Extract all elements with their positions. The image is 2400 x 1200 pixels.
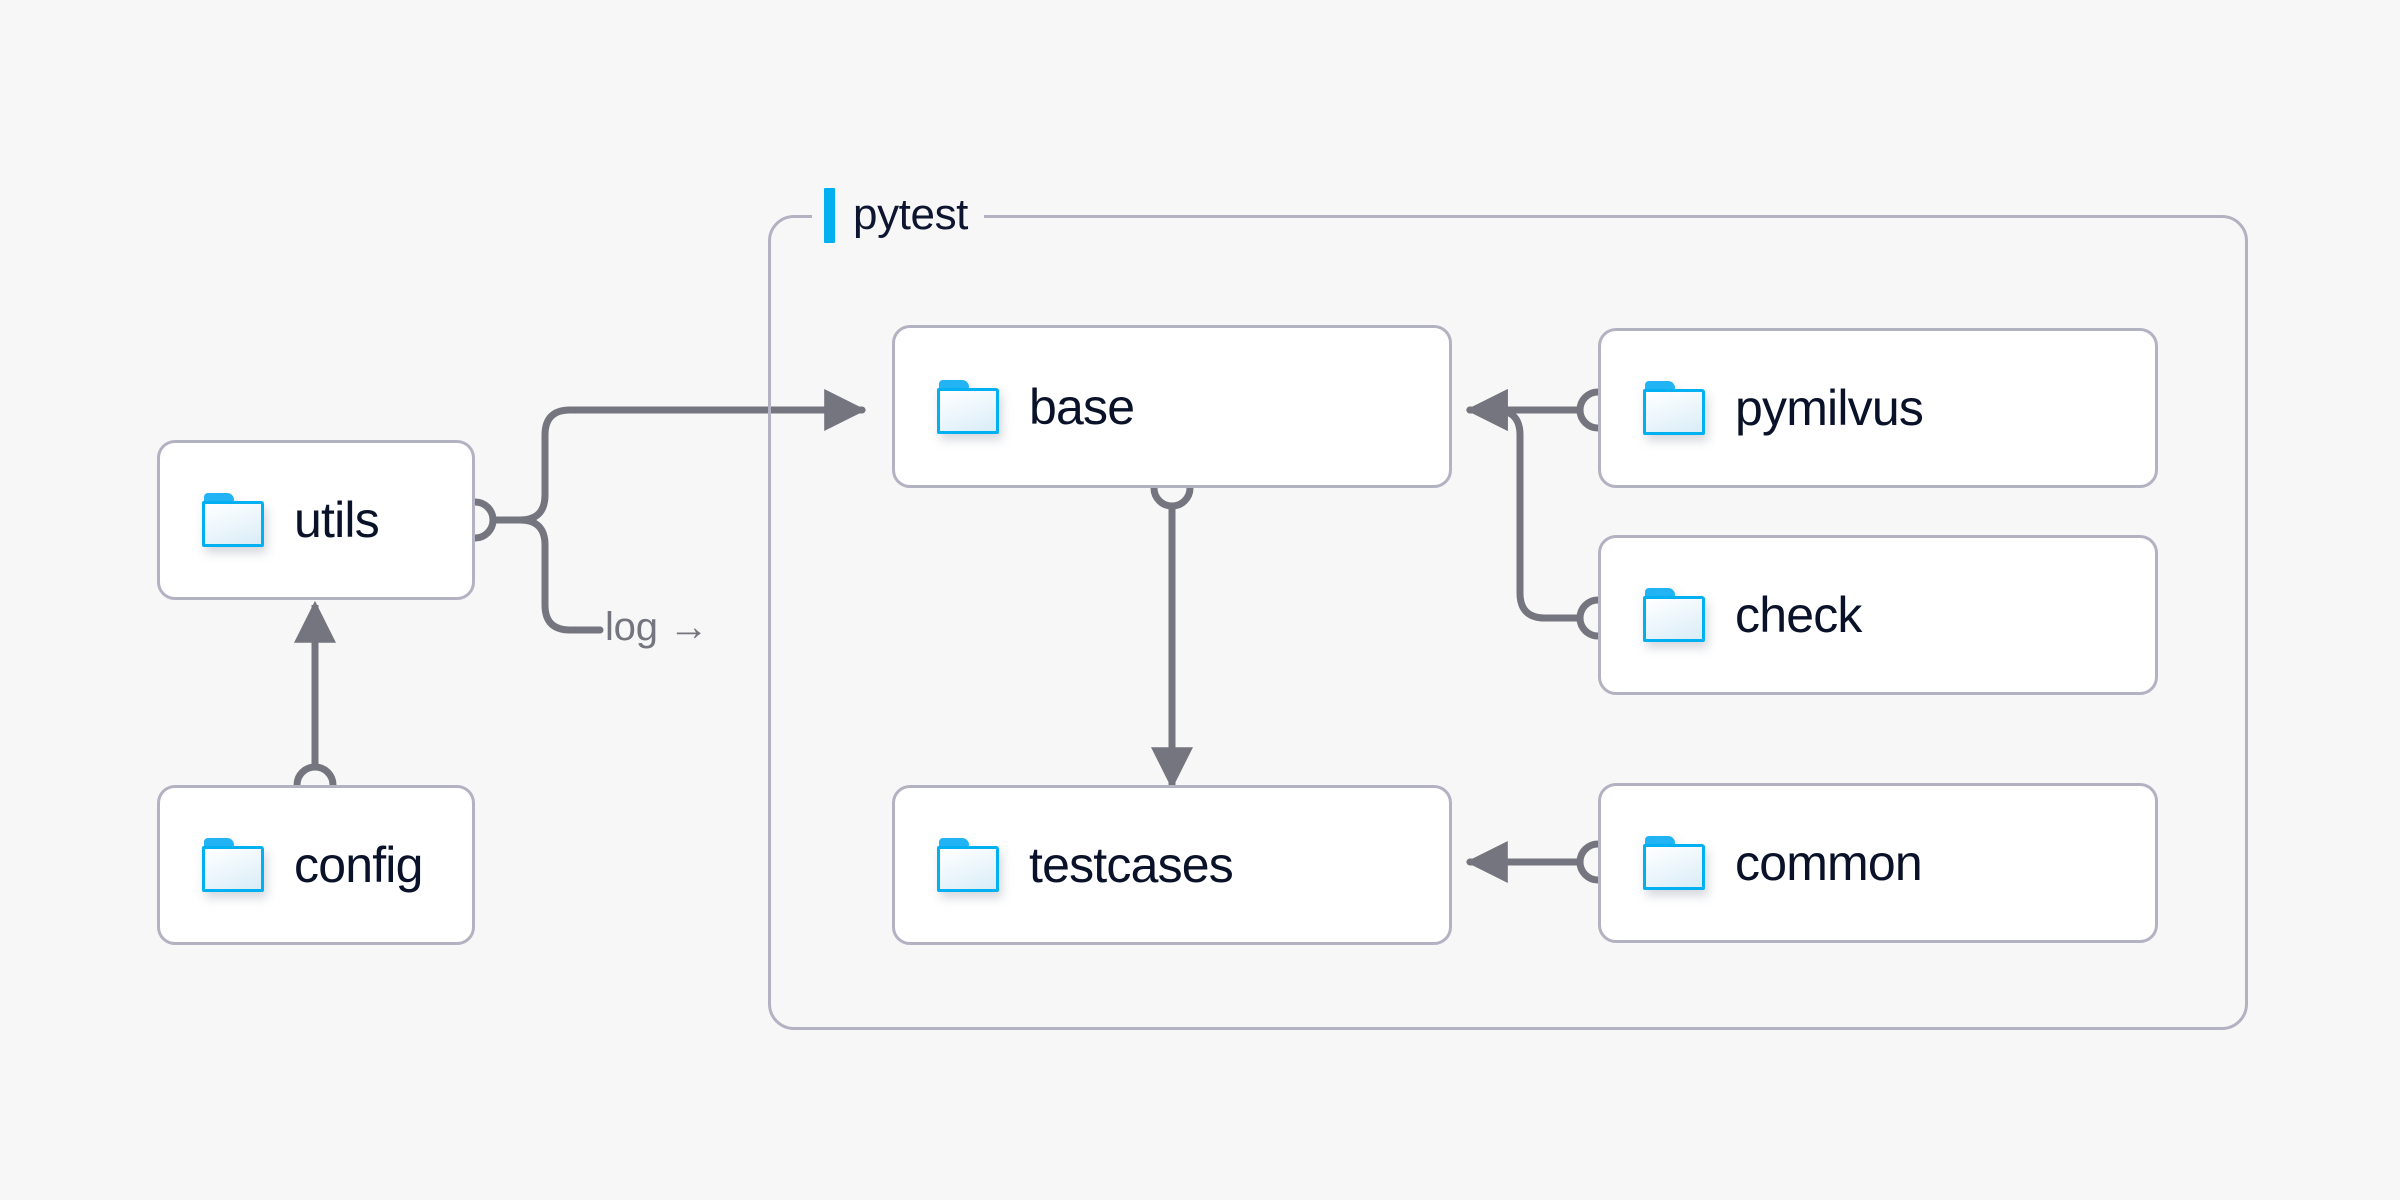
- folder-icon: [937, 838, 999, 892]
- edge-utils-to-pytest-log: [491, 516, 604, 634]
- node-base-label: base: [1029, 378, 1135, 435]
- node-config-label: config: [294, 837, 423, 893]
- folder-icon: [202, 838, 264, 892]
- node-testcases[interactable]: testcases: [892, 785, 1452, 945]
- group-pytest-label: pytest: [853, 190, 968, 239]
- group-pytest[interactable]: [768, 215, 2248, 1030]
- folder-icon: [202, 493, 264, 547]
- group-accent-bar: [824, 187, 835, 243]
- node-common[interactable]: common: [1598, 783, 2158, 943]
- folder-icon: [1643, 381, 1705, 435]
- node-common-label: common: [1735, 835, 1923, 891]
- node-base[interactable]: base: [892, 325, 1452, 488]
- node-pymilvus-label: pymilvus: [1735, 380, 1924, 436]
- folder-icon: [937, 379, 999, 434]
- node-testcases-label: testcases: [1029, 837, 1234, 893]
- folder-icon: [1643, 836, 1705, 890]
- edge-config-to-utils: [293, 600, 337, 807]
- node-check[interactable]: check: [1598, 535, 2158, 695]
- node-check-label: check: [1735, 587, 1862, 643]
- node-utils[interactable]: utils: [157, 440, 475, 600]
- folder-icon: [1643, 588, 1705, 642]
- group-pytest-title: pytest: [812, 186, 984, 244]
- node-config[interactable]: config: [157, 785, 475, 945]
- node-pymilvus[interactable]: pymilvus: [1598, 328, 2158, 488]
- node-utils-label: utils: [294, 492, 380, 548]
- edge-label-log: log →: [605, 605, 709, 649]
